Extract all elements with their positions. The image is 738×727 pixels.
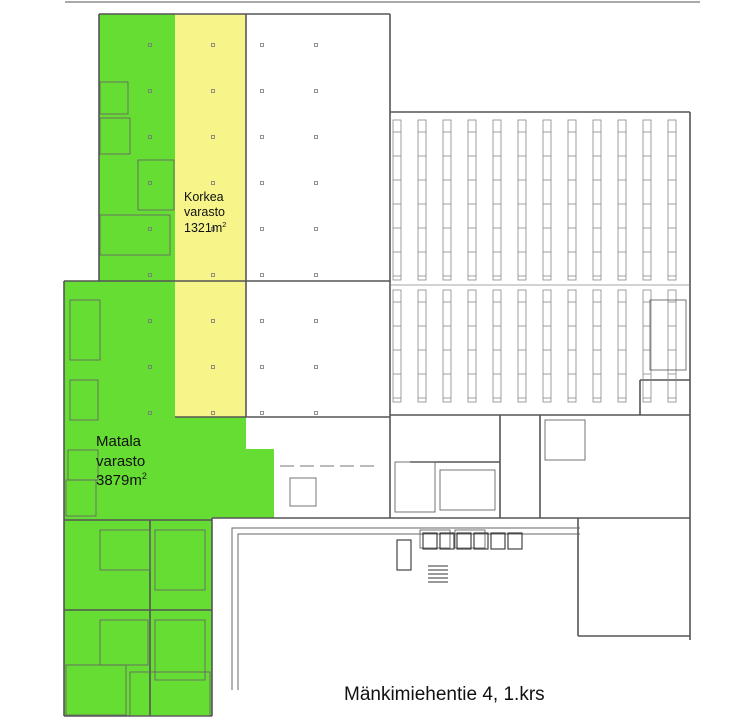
low-storage-area: 3879m2 [96, 471, 147, 491]
high-storage-name-2: varasto [184, 205, 225, 219]
low-storage-zone [64, 14, 274, 716]
floor-plan-title: Mänkimiehentie 4, 1.krs [344, 684, 545, 705]
corridor [231, 527, 580, 690]
high-storage-zone [175, 14, 245, 417]
low-storage-name-1: Matala [96, 433, 142, 450]
storage-racks [390, 119, 690, 403]
high-storage-area-value: 1321 [184, 221, 212, 236]
low-storage-area-unit: m [129, 472, 142, 489]
low-storage-name-2: varasto [96, 452, 146, 470]
high-storage-area-unit: m [211, 221, 223, 236]
high-storage-area: 1321m2 [184, 220, 226, 236]
low-storage-area-value: 3879 [96, 472, 130, 489]
high-storage-area-exponent: 2 [222, 220, 227, 229]
high-storage-label: Korkea varasto 1321m2 [184, 190, 226, 236]
room-partitions [65, 81, 687, 717]
low-storage-area-exponent: 2 [141, 471, 147, 481]
loading-docks [396, 532, 523, 583]
high-storage-name-1: Korkea [184, 190, 224, 204]
low-storage-label: Matala varasto 3879m2 [96, 432, 147, 491]
structural-columns [148, 43, 318, 415]
